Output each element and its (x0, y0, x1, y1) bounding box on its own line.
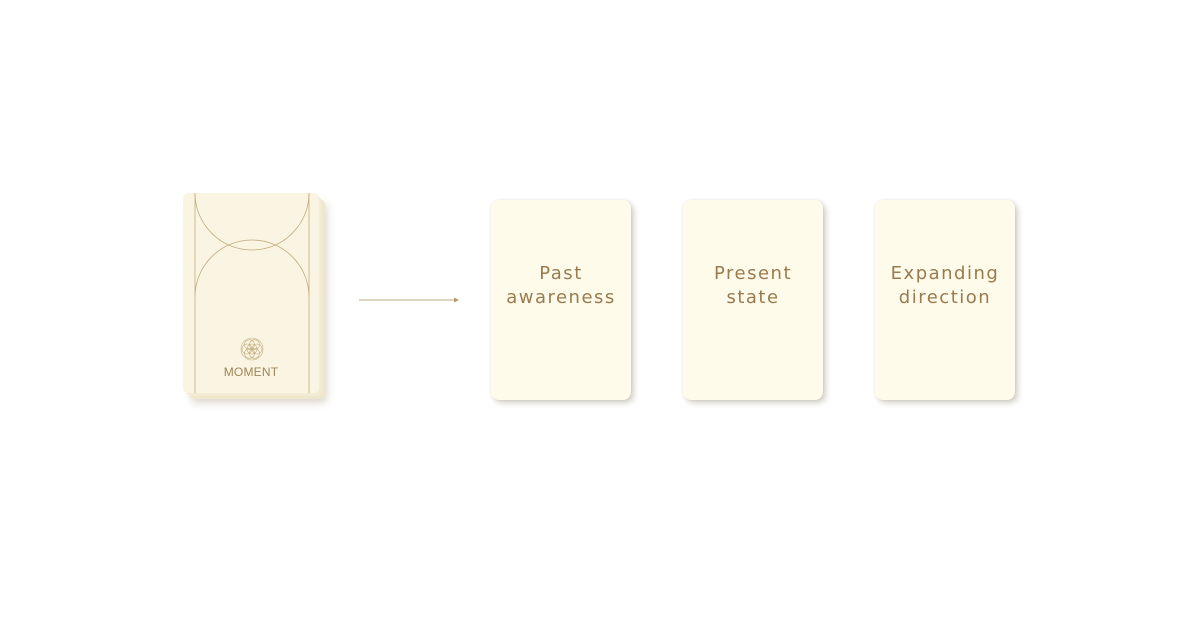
card-label: Present state (714, 262, 792, 310)
arrow-right-icon (359, 297, 459, 303)
deck-brand-label: MOMENT (223, 365, 279, 379)
flower-of-life-icon (240, 337, 264, 361)
card-label-line: Past (539, 263, 583, 284)
card-label-line: Present (713, 263, 793, 284)
card-deck[interactable]: MOMENT (183, 193, 329, 405)
deck-pattern-icon (194, 193, 310, 393)
deck-top-card: MOMENT (183, 193, 319, 393)
card-past-awareness[interactable]: Past awareness (491, 200, 631, 400)
card-label-line: direction (898, 287, 992, 308)
card-label: Past awareness (506, 262, 616, 310)
card-present-state[interactable]: Present state (683, 200, 823, 400)
card-label-line: Expanding (890, 263, 1000, 284)
card-label-line: state (726, 287, 780, 308)
card-label: Expanding direction (891, 262, 1000, 310)
card-expanding-direction[interactable]: Expanding direction (875, 200, 1015, 400)
card-label-line: awareness (506, 287, 616, 308)
